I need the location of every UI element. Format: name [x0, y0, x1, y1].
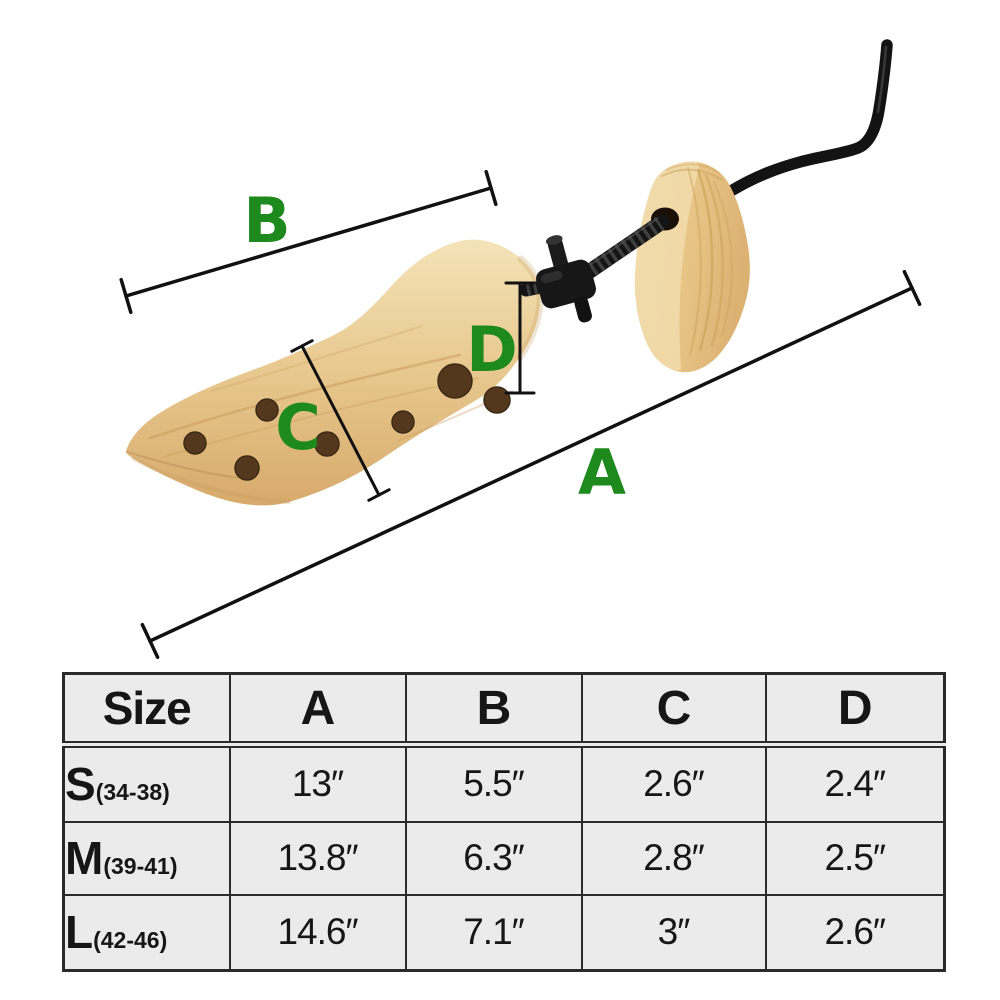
size-range: (39-41) [103, 853, 178, 879]
cell-l-c: 3″ [580, 893, 767, 972]
threaded-rod [582, 214, 670, 279]
heel-block [634, 161, 750, 373]
cell-m-d: 2.5″ [764, 820, 946, 896]
toe-piece [125, 239, 544, 506]
dim-line-a [140, 269, 922, 660]
size-letter: L [65, 906, 94, 959]
dim-label-c: C [275, 391, 321, 464]
nut-top-pin-cap [545, 235, 563, 245]
cell-s-a: 13″ [228, 743, 407, 823]
heel-block-left-face [634, 161, 699, 371]
toe-piece-body [125, 239, 541, 506]
cell-l-d: 2.6″ [764, 893, 946, 972]
header-c: C [580, 672, 767, 748]
adjuster-nut [519, 235, 596, 323]
cell-s-c: 2.6″ [580, 743, 767, 823]
crank-handle [725, 39, 893, 197]
cell-m-c: 2.8″ [580, 820, 767, 896]
size-chart-table: Size A B C D S(34-38) 13″ 5.5″ 2.6″ 2.4″… [62, 672, 946, 972]
table-row-small: S(34-38) 13″ 5.5″ 2.6″ 2.4″ [62, 743, 946, 823]
size-label-m: M(39-41) [62, 820, 231, 896]
cell-l-b: 7.1″ [404, 893, 583, 972]
size-label-l: L(42-46) [62, 893, 231, 972]
dim-line-b [119, 169, 498, 315]
size-range: (42-46) [93, 927, 168, 954]
header-a: A [228, 672, 407, 748]
size-chart-header-row: Size A B C D [62, 672, 946, 748]
table-row-large: L(42-46) 14.6″ 7.1″ 3″ 2.6″ [62, 893, 946, 972]
size-letter: M [65, 832, 104, 884]
nut-body [536, 259, 596, 309]
size-label-s: S(34-38) [62, 743, 231, 823]
shoe-stretcher-illustration: B A C D [119, 39, 922, 660]
cell-m-b: 6.3″ [404, 820, 583, 896]
dim-label-d: D [466, 313, 517, 386]
cell-s-b: 5.5″ [404, 743, 583, 823]
toe-piece-holes [183, 363, 511, 481]
header-size: Size [62, 672, 231, 748]
dim-label-a: A [578, 436, 626, 509]
dim-line-d [504, 281, 536, 395]
size-letter: S [65, 758, 96, 811]
dim-line-c [290, 339, 391, 502]
cell-m-a: 13.8″ [228, 820, 407, 896]
header-b: B [404, 672, 583, 748]
cell-l-a: 14.6″ [228, 893, 407, 972]
header-d: D [764, 672, 946, 748]
cell-s-d: 2.4″ [764, 743, 946, 823]
size-range: (34-38) [95, 779, 170, 806]
dim-label-b: B [243, 184, 290, 257]
heel-block-grain [661, 163, 733, 356]
table-row-medium: M(39-41) 13.8″ 6.3″ 2.8″ 2.5″ [62, 820, 946, 896]
nut-bottom-pin [574, 296, 592, 323]
